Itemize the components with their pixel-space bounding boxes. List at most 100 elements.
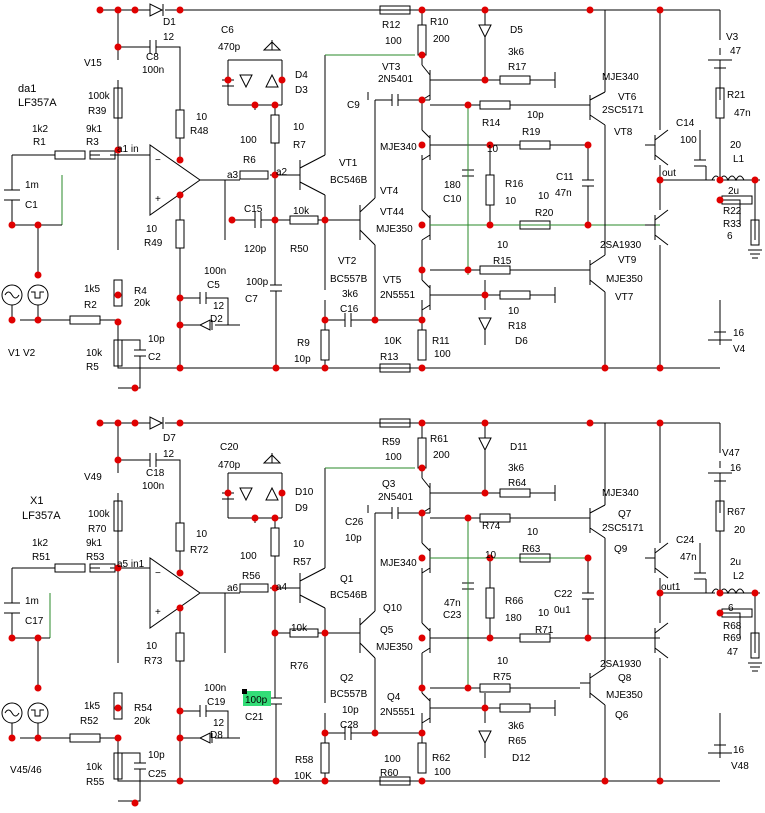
ref-R33: R33 [723, 219, 742, 230]
val-R75: 10 [497, 656, 509, 667]
ref-R51: R51 [32, 552, 51, 563]
val-R71-top: 10 [538, 608, 550, 619]
ref-C2: C2 [148, 352, 161, 363]
type-VT8: VT8 [614, 127, 633, 138]
ref-R4: R4 [134, 286, 147, 297]
ref-R65: R65 [508, 736, 527, 747]
type-VT2: BC557B [330, 274, 368, 285]
ref-R6: R6 [243, 155, 256, 166]
ref-VT5: VT5 [383, 275, 402, 286]
ref-D2: D2 [210, 314, 223, 325]
node-a6: a6 [227, 583, 239, 594]
mje350-bottom-a: MJE350 [376, 642, 413, 653]
ref-Q7: Q7 [618, 509, 632, 520]
ref-R64: R64 [508, 478, 527, 489]
val-C24: 47n [680, 552, 697, 563]
type-VT9: 2SA1930 [600, 240, 642, 251]
selection-highlight[interactable] [243, 691, 271, 706]
type-Q8: 2SA1930 [600, 659, 642, 670]
val-R22: 2u [728, 186, 739, 197]
val-R50: 10k [293, 206, 310, 217]
mje350-top-b: MJE350 [606, 274, 643, 285]
ref-V3: V3 [726, 32, 739, 43]
val-V47: 16 [730, 463, 742, 474]
ref-R5: R5 [86, 362, 99, 373]
ref-VT6: VT6 [618, 92, 637, 103]
val-R16: 10 [505, 196, 517, 207]
val-R49: 10 [146, 224, 158, 235]
ref-R16: R16 [505, 179, 524, 190]
val-R62: 100 [434, 767, 451, 778]
type-Q6: Q6 [615, 710, 629, 721]
ref-D4: D4 [295, 70, 308, 81]
svg-text:+: + [155, 607, 161, 618]
ref-D10: D10 [295, 487, 314, 498]
mje350-top-a: MJE350 [376, 224, 413, 235]
ref-R52: R52 [80, 716, 99, 727]
label-vsrc-top: V1 V2 [8, 348, 36, 359]
ref-R22: R22 [723, 206, 742, 217]
val-C22: 0u1 [554, 605, 571, 616]
val-R48: 10 [196, 112, 208, 123]
val-R51: 1k2 [32, 538, 49, 549]
val-V4: 16 [733, 328, 745, 339]
ref-R11: R11 [432, 336, 450, 347]
ref-D8: D8 [210, 730, 223, 741]
val-R2: 1k5 [84, 284, 101, 295]
ref-R72: R72 [190, 545, 209, 556]
val-C17: 1m [25, 596, 39, 607]
svg-text:−: − [155, 155, 161, 166]
ref-R49: R49 [144, 238, 163, 249]
val-C16: 3k6 [342, 289, 359, 300]
node-out: out [662, 168, 676, 179]
ref-C6: C6 [221, 25, 234, 36]
ref-R74: R74 [482, 521, 501, 532]
val-R7: 10 [293, 122, 305, 133]
val-C8: 100n [142, 65, 164, 76]
type-VT1: BC546B [330, 175, 368, 186]
node-a1-in: a1 in [117, 144, 139, 155]
val-R11: 100 [434, 349, 451, 360]
val-C2: 10p [148, 334, 165, 345]
val-R66: 180 [505, 613, 522, 624]
val-L2: 2u [730, 557, 741, 568]
ref-V47: V47 [722, 448, 740, 459]
ref-C14: C14 [676, 118, 695, 129]
ref-R2: R2 [84, 300, 97, 311]
ref-R59: R59 [382, 437, 401, 448]
val-R70: 100k [88, 509, 111, 520]
val-R13: 10K [384, 336, 402, 347]
ref-C10: C10 [443, 194, 462, 205]
val-C26: 10p [345, 533, 362, 544]
ref-D11: D11 [510, 442, 528, 453]
val-R57: 10 [293, 539, 305, 550]
ref-Q4: Q4 [387, 692, 401, 703]
ref-R57: R57 [293, 557, 312, 568]
ref-V4: V4 [733, 344, 746, 355]
val-C1: 1m [25, 180, 39, 191]
ref-R21: R21 [727, 90, 746, 101]
val-C15: 120p [244, 244, 267, 255]
val-R12: 100 [385, 36, 402, 47]
ref-C22: C22 [554, 589, 573, 600]
val-R9: 10p [294, 354, 311, 365]
ref-C24: C24 [676, 535, 695, 546]
ref-C5: C5 [207, 280, 220, 291]
selection-handle[interactable] [242, 689, 247, 694]
ref-C19: C19 [207, 697, 226, 708]
ref-R66: R66 [505, 596, 524, 607]
ref-R7: R7 [293, 140, 306, 151]
ref-L1: L1 [733, 154, 745, 165]
label-vsrc-bottom: V45/46 [10, 765, 42, 776]
label-d6: D6 [515, 336, 528, 347]
ref-R76: R76 [290, 661, 309, 672]
ref-C20: C20 [220, 442, 239, 453]
val-D3: D3 [295, 85, 308, 96]
ref-C21: C21 [245, 712, 264, 723]
ref-R71: R71 [535, 625, 554, 636]
val-R68: 6 [728, 603, 734, 614]
ref-R14: R14 [482, 118, 501, 129]
ref-R55: R55 [86, 777, 105, 788]
val-R15: 10 [497, 240, 509, 251]
ref-C7: C7 [245, 294, 258, 305]
